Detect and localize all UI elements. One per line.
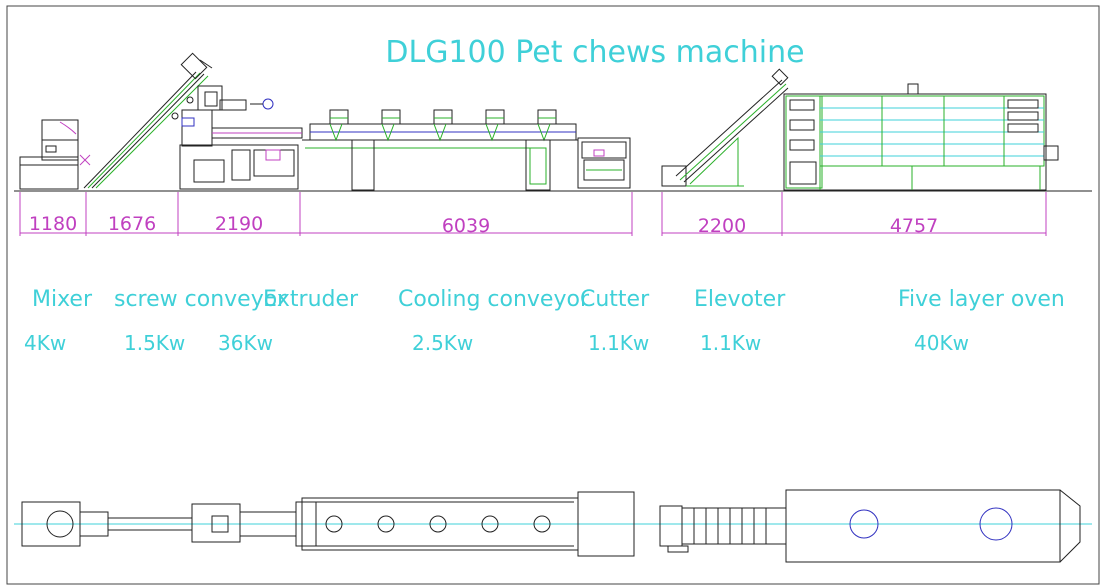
plan-view — [21, 489, 1081, 563]
extruder-elevation — [179, 85, 303, 190]
dimension-mixer: 1180 — [29, 213, 77, 235]
power-mixer: 4Kw — [24, 331, 66, 355]
drawing-title: DLG100 Pet chews machine — [385, 35, 804, 70]
label-screw-conveyor: screw conveyor — [114, 287, 287, 312]
label-oven: Five layer oven — [898, 287, 1065, 312]
mixer-elevation — [19, 119, 91, 190]
power-screw-conveyor: 1.5Kw — [124, 331, 185, 355]
label-extruder: Extruder — [263, 287, 359, 312]
label-elevator: Elevoter — [694, 287, 786, 312]
power-elevator: 1.1Kw — [700, 331, 761, 355]
screw-conveyor-elevation — [83, 52, 213, 189]
drawing-border — [6, 5, 1100, 585]
dimension-cooling-cutter: 6039 — [442, 215, 490, 237]
power-cutter: 1.1Kw — [588, 331, 649, 355]
label-cutter: Cutter — [580, 287, 650, 312]
cutter-elevation — [577, 137, 631, 189]
cooling-conveyor-elevation — [302, 109, 578, 191]
dimension-screw-conveyor: 1676 — [108, 213, 156, 235]
elevator-elevation — [661, 68, 789, 187]
label-mixer: Mixer — [32, 287, 93, 312]
power-cooling-conveyor: 2.5Kw — [412, 331, 473, 355]
label-cooling-conveyor: Cooling conveyor — [398, 287, 590, 312]
dimension-elevator: 2200 — [698, 215, 746, 237]
dimension-extruder: 2190 — [215, 213, 263, 235]
power-oven: 40Kw — [914, 331, 969, 355]
oven-elevation — [783, 83, 1059, 191]
dimension-oven: 4757 — [890, 215, 938, 237]
power-extruder: 36Kw — [218, 331, 273, 355]
dimension-lines — [19, 192, 1047, 236]
